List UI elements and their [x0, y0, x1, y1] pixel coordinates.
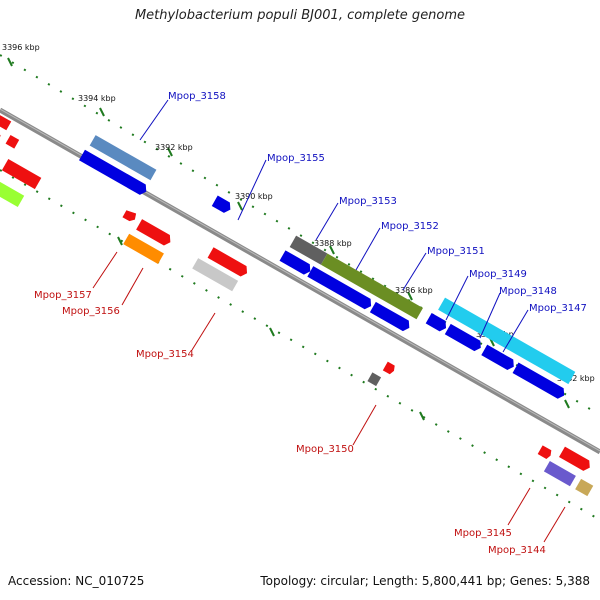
- gene-feature: [307, 266, 372, 310]
- gene-feature: [89, 135, 157, 181]
- gene-feature: [367, 372, 382, 387]
- gene-feature: [122, 210, 137, 222]
- gene-feature: [123, 233, 164, 264]
- gene-feature: [1, 159, 42, 190]
- gene-feature: [543, 460, 576, 487]
- gene-feature: [289, 235, 328, 265]
- kbp-label: 3396 kbp: [2, 43, 40, 52]
- gene-feature: [559, 446, 590, 471]
- gene-feature: [279, 250, 311, 275]
- gene-feature: [207, 247, 248, 277]
- gene-feature: [5, 134, 20, 149]
- gene-feature: [211, 195, 231, 213]
- gene-label: Mpop_3152: [381, 221, 439, 232]
- gene-feature: [438, 297, 576, 385]
- gene-label: Mpop_3148: [499, 286, 557, 297]
- gene-label: Mpop_3156: [62, 306, 120, 317]
- accession-text: Accession: NC_010725: [8, 574, 145, 588]
- gene-feature: [382, 361, 395, 375]
- gene-label: Mpop_3147: [529, 303, 587, 314]
- gene-label: Mpop_3153: [339, 196, 397, 207]
- kbp-label: 3386 kbp: [395, 286, 433, 295]
- gene-feature: [320, 253, 423, 320]
- gene-feature: [0, 113, 12, 131]
- gene-feature: [192, 258, 239, 292]
- gene-feature: [369, 301, 410, 332]
- gene-feature: [481, 344, 514, 370]
- gene-feature: [425, 312, 447, 332]
- gene-label: Mpop_3149: [469, 269, 527, 280]
- gene-label: Mpop_3154: [136, 349, 194, 360]
- gene-label: Mpop_3150: [296, 444, 354, 455]
- gene-label: Mpop_3158: [168, 91, 226, 102]
- kbp-label: 3392 kbp: [155, 143, 193, 152]
- gene-feature: [444, 323, 481, 352]
- kbp-label: 3394 kbp: [78, 94, 116, 103]
- major-ticks: [7, 57, 570, 421]
- gene-label: Mpop_3157: [34, 290, 92, 301]
- kbp-label: 3388 kbp: [314, 239, 352, 248]
- gene-label: Mpop_3151: [427, 246, 485, 257]
- leader-lines: [92, 99, 566, 543]
- kbp-label: 3390 kbp: [235, 192, 273, 201]
- gene-feature: [512, 362, 565, 399]
- gene-feature: [575, 478, 594, 497]
- gene-label: Mpop_3144: [488, 545, 546, 556]
- gene-feature: [0, 127, 2, 145]
- gene-feature: [0, 175, 25, 208]
- gene-feature: [136, 219, 171, 246]
- gene-label: Mpop_3155: [267, 153, 325, 164]
- kbp-label: 3382 kbp: [557, 374, 595, 383]
- gene-label: Mpop_3145: [454, 528, 512, 539]
- gene-feature: [79, 149, 147, 195]
- map-title: Methylobacterium populi BJ001, complete …: [134, 8, 466, 23]
- genome-summary-text: Topology: circular; Length: 5,800,441 bp…: [260, 574, 590, 588]
- gene-feature: [537, 445, 552, 459]
